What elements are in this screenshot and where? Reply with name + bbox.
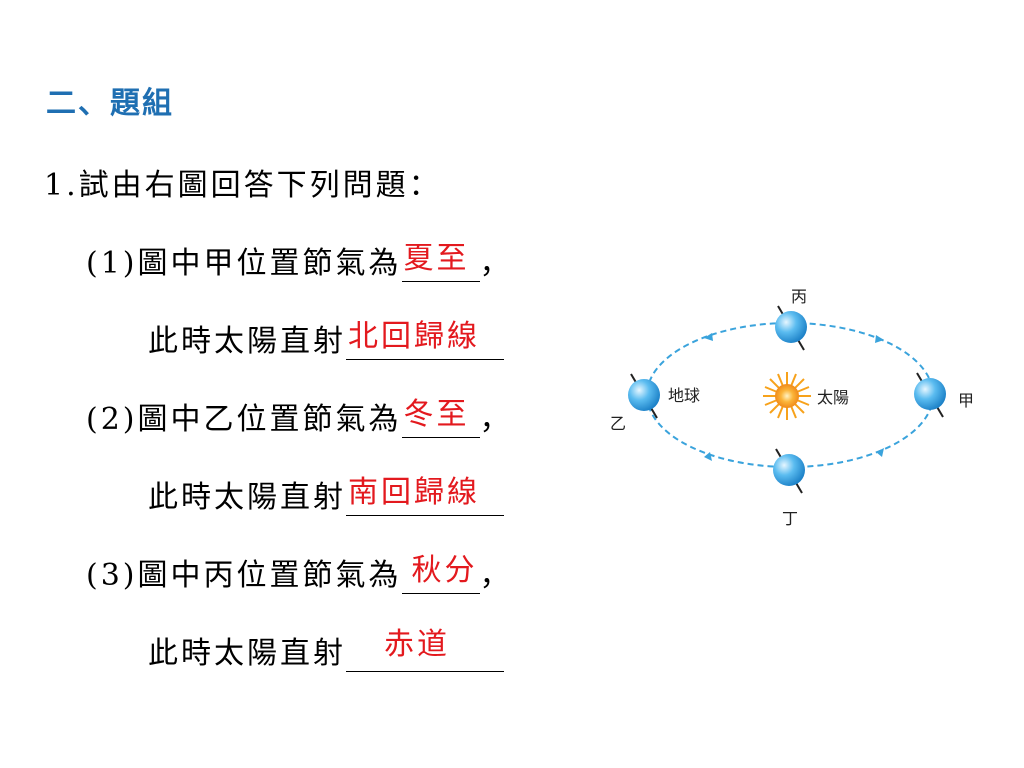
item-3-text: 圖中丙位置節氣為 [137, 558, 402, 593]
item-3-line-2: 此時太陽直射 赤道 [148, 627, 504, 672]
item-1-text: 圖中甲位置節氣為 [137, 246, 402, 281]
item-1-line-1: (1)圖中甲位置節氣為夏至 ， [86, 238, 513, 282]
item-3-blank: 秋分 [401, 553, 480, 594]
item-1-blank: 夏至 [401, 241, 480, 282]
item-2-answer-2: 南回歸線 [348, 475, 480, 510]
item-2-blank-2: 南回歸線 [346, 475, 504, 516]
position-jia-label: 甲 [958, 391, 974, 410]
orbit-arrow-top-right [875, 335, 884, 343]
question-prompt: 1.試由右圖回答下列問題： [44, 160, 442, 204]
item-2-line-2: 此時太陽直射南回歸線 [148, 472, 504, 516]
item-3-answer-2: 赤道 [384, 627, 450, 662]
position-bing-label: 丙 [791, 287, 807, 306]
item-1-comma: ， [479, 246, 513, 281]
item-2-label: (2) [86, 402, 138, 437]
sun-label: 太陽 [817, 388, 849, 407]
item-3-label: (3) [86, 558, 138, 593]
earth-yi-icon [628, 373, 660, 419]
item-2-text: 圖中乙位置節氣為 [137, 402, 402, 437]
orbit-arrow-top-left [704, 333, 713, 341]
item-1-text-2: 此時太陽直射 [148, 324, 346, 359]
section-title: 二、題組 [46, 86, 174, 121]
item-3-comma: ， [479, 558, 513, 593]
orbit-diagram: 太陽 地球 丙 甲 乙 丁 [610, 287, 974, 528]
earth-label: 地球 [668, 386, 700, 405]
item-2-text-2: 此時太陽直射 [148, 480, 346, 515]
question-number: 1. [44, 168, 79, 203]
item-3-line-1: (3)圖中丙位置節氣為秋分， [86, 550, 513, 594]
orbit-arrow-bottom-left [704, 452, 712, 461]
earth-ding-icon [773, 448, 805, 494]
earth-jia-icon [914, 372, 946, 418]
position-ding-label: 丁 [782, 509, 798, 528]
item-2-line-1: (2)圖中乙位置節氣為冬至 ， [86, 394, 513, 438]
item-1-blank-2: 北回歸線 [346, 319, 504, 360]
item-2-blank: 冬至 [401, 397, 480, 438]
question-text: 試由右圖回答下列問題： [78, 168, 442, 203]
item-3-blank-2: 赤道 [346, 627, 504, 672]
earth-bing-icon [775, 305, 807, 351]
position-yi-label: 乙 [610, 414, 626, 433]
item-1-line-2: 此時太陽直射北回歸線 [148, 316, 504, 360]
item-3-text-2: 此時太陽直射 [148, 636, 346, 671]
sun-icon [763, 372, 811, 420]
item-1-label: (1) [86, 246, 138, 281]
item-1-answer-2: 北回歸線 [348, 319, 480, 354]
item-1-answer: 夏至 [403, 241, 470, 276]
item-2-answer: 冬至 [403, 397, 470, 432]
item-2-comma: ， [479, 402, 513, 437]
orbit-arrow-bottom-right [876, 448, 884, 457]
item-3-answer: 秋分 [411, 553, 478, 588]
